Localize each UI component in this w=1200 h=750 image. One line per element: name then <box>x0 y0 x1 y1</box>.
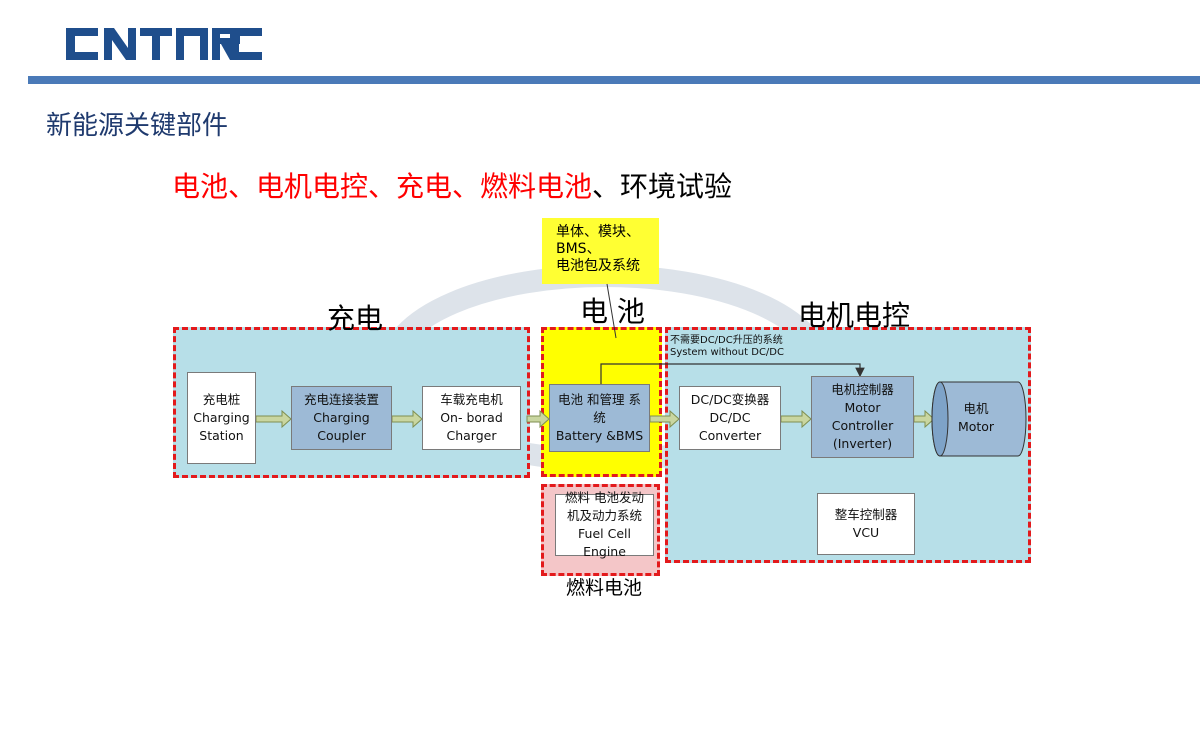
motor-en: Motor <box>957 419 995 434</box>
motor-controller-en2: Controller <box>831 418 894 433</box>
charging-coupler-zh: 充电连接装置 <box>303 392 379 407</box>
onboard-charger-en2: Charger <box>446 428 497 443</box>
dcdc-en2: Converter <box>698 428 762 443</box>
vcu-en: VCU <box>852 525 880 540</box>
bypass-note-en: System without DC/DC <box>670 347 784 358</box>
charging-station-en1: Charging <box>193 410 250 425</box>
arrow-charger-to-battery <box>526 409 550 429</box>
fuel-cell-en: Fuel Cell Engine <box>578 526 631 559</box>
dcdc-zh: DC/DC变换器 <box>690 392 770 407</box>
motor-block: 电机 Motor <box>930 400 1022 436</box>
onboard-charger-zh: 车载充电机 <box>440 392 503 407</box>
subtitle: 电池、电机电控、充电、燃料电池、环境试验 <box>172 165 732 205</box>
vcu-zh: 整车控制器 <box>834 507 898 522</box>
motor-zh: 电机 <box>963 401 989 416</box>
fuel-cell-engine-block: 燃料 电池发动 机及动力系统 Fuel Cell Engine <box>555 490 654 559</box>
fuel-cell-region-label: 燃料电池 <box>566 577 643 599</box>
subtitle-rest: 、环境试验 <box>592 170 733 203</box>
charging-coupler-block: 充电连接装置 Charging Coupler <box>291 386 392 450</box>
charging-region-label: 充电 <box>327 302 384 335</box>
arrow-station-to-coupler <box>255 409 292 429</box>
bypass-arrow <box>600 363 865 384</box>
note-line-2: BMS、 <box>556 241 601 257</box>
battery-bms-zh1: 电池 和管理 系 <box>558 392 641 407</box>
fuel-cell-zh1: 燃料 电池发动 <box>565 490 644 505</box>
charging-coupler-en1: Charging <box>313 410 370 425</box>
battery-scope-note: 单体、模块、 BMS、 电池包及系统 <box>542 218 659 284</box>
bypass-note-zh: 不需要DC/DC升压的系统 <box>670 335 783 346</box>
onboard-charger-en1: On- borad <box>440 410 503 425</box>
dcdc-converter-block: DC/DC变换器 DC/DC Converter <box>679 386 781 450</box>
motor-region-label: 电机电控 <box>798 299 911 332</box>
motor-controller-en3: (Inverter) <box>832 436 893 451</box>
dcdc-en1: DC/DC <box>709 410 751 425</box>
motor-cylinder <box>931 381 1027 457</box>
arrow-controller-to-motor <box>913 409 935 429</box>
charging-station-zh: 充电桩 <box>202 392 241 407</box>
arrow-battery-to-dcdc <box>649 409 680 429</box>
motor-controller-en1: Motor <box>844 400 881 415</box>
battery-bms-block: 电池 和管理 系 统 Battery &BMS <box>549 384 650 452</box>
charging-station-block: 充电桩 Charging Station <box>187 372 256 464</box>
header-accent-bar <box>28 76 1200 84</box>
bypass-note: 不需要DC/DC升压的系统 System without DC/DC <box>670 335 784 359</box>
charging-coupler-en2: Coupler <box>317 428 366 443</box>
arrow-coupler-to-charger <box>391 409 423 429</box>
note-line-1: 单体、模块、 <box>556 224 640 240</box>
note-callout-line <box>606 283 617 339</box>
motor-controller-zh: 电机控制器 <box>831 382 894 397</box>
battery-region-label: 电 池 <box>580 295 645 328</box>
battery-bms-zh2: 统 <box>593 410 606 425</box>
fuel-cell-zh2: 机及动力系统 <box>566 508 642 523</box>
battery-bms-en: Battery &BMS <box>555 428 644 443</box>
vcu-block: 整车控制器 VCU <box>817 493 915 555</box>
arrow-dcdc-to-controller <box>780 409 812 429</box>
note-line-3: 电池包及系统 <box>556 258 640 274</box>
motor-controller-block: 电机控制器 Motor Controller (Inverter) <box>811 376 914 458</box>
cntarc-logo <box>66 28 262 60</box>
onboard-charger-block: 车载充电机 On- borad Charger <box>422 386 521 450</box>
page-title: 新能源关键部件 <box>46 111 229 141</box>
charging-station-en2: Station <box>199 428 244 443</box>
subtitle-highlight: 电池、电机电控、充电、燃料电池 <box>172 170 593 203</box>
